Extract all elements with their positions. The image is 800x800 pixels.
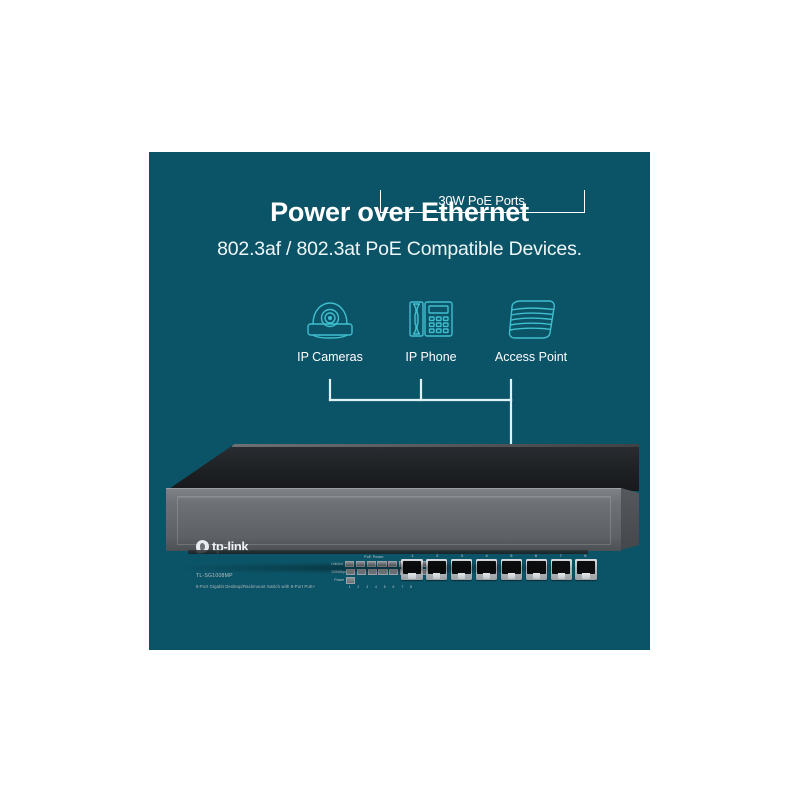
rj45-port <box>425 559 448 580</box>
rj45-port-opening <box>452 560 471 576</box>
switch-panel-inset <box>177 496 611 545</box>
switch-top-highlight <box>232 444 639 447</box>
rj45-port-tab <box>482 573 491 579</box>
network-switch: tp-link TL-SG1008MP 8-Port Gigabit Deskt… <box>166 444 639 589</box>
switch-top-surface <box>166 444 639 491</box>
led-row-label: 1000Mbps <box>331 570 347 574</box>
led-cell <box>355 561 366 568</box>
device-ip-phone: IP Phone <box>385 292 477 364</box>
rj45-port <box>450 559 473 580</box>
compatible-devices-row: IP Cameras <box>149 292 650 377</box>
led-row-label: Power <box>334 578 344 583</box>
poe-ports-label: 30W PoE Ports <box>438 193 525 208</box>
port-number-row: 1 2 3 4 5 6 7 8 <box>402 553 596 558</box>
poe-bracket-gap <box>407 182 557 198</box>
led-cell <box>346 577 356 584</box>
page-subtitle: 802.3af / 802.3at PoE Compatible Devices… <box>217 238 582 260</box>
rj45-port-tab <box>457 573 466 579</box>
rj45-port-tab <box>582 573 590 579</box>
rj45-port-tab <box>432 573 441 579</box>
led-cell <box>377 561 387 568</box>
rj45-port <box>550 559 573 580</box>
switch-model-number: TL-SG1008MP <box>196 573 233 579</box>
switch-base-edge <box>188 550 588 554</box>
led-port-number: 1 <box>348 585 351 590</box>
device-label: Access Point <box>494 350 568 364</box>
led-cell <box>346 569 356 576</box>
led-cell <box>389 569 399 576</box>
rj45-port <box>475 559 498 580</box>
switch-drop-shadow <box>179 562 599 574</box>
rj45-port-opening <box>577 560 596 576</box>
port-number: 7 <box>559 553 562 558</box>
switch-right-side <box>621 488 639 550</box>
led-port-number: 7 <box>401 585 404 590</box>
switch-front-panel: tp-link TL-SG1008MP 8-Port Gigabit Deskt… <box>166 488 621 589</box>
led-row-label: Link/Act <box>331 562 343 566</box>
led-panel-title: PoE Power <box>364 555 384 559</box>
led-port-number: 2 <box>357 585 360 590</box>
rj45-port <box>500 559 523 580</box>
led-port-number: 8 <box>410 585 412 590</box>
rj45-port-opening <box>402 560 421 576</box>
port-number: 5 <box>510 553 513 558</box>
device-access-point: Access Point <box>475 292 587 364</box>
led-cell <box>366 561 376 568</box>
port-number: 3 <box>460 553 464 558</box>
rj45-port-opening <box>477 560 496 576</box>
led-cell-group <box>346 577 356 584</box>
port-number: 6 <box>534 553 538 558</box>
rj45-port-tab <box>532 573 541 579</box>
port-number: 8 <box>584 553 587 558</box>
led-port-number: 4 <box>374 585 377 590</box>
switch-description: 8-Port Gigabit Desktop/Rackmount Switch … <box>196 584 316 589</box>
led-row: Power <box>331 577 417 584</box>
access-point-icon <box>475 292 587 344</box>
rj45-port-tab <box>557 573 566 579</box>
led-port-number: 6 <box>392 585 395 590</box>
device-label: IP Cameras <box>297 350 363 364</box>
poe-ports-bracket <box>380 190 585 213</box>
rj45-port-opening <box>527 560 546 576</box>
desk-phone-icon <box>385 292 477 344</box>
rj45-port-group <box>401 559 597 580</box>
led-cell <box>367 569 377 576</box>
device-label: IP Phone <box>405 350 457 364</box>
rj45-port <box>575 559 597 580</box>
device-ip-cameras: IP Cameras <box>275 292 385 364</box>
led-port-number: 5 <box>383 585 386 590</box>
rj45-port-opening <box>552 560 571 576</box>
led-port-number: 3 <box>366 585 369 590</box>
led-port-numbers: 1 2 3 4 5 6 7 8 <box>346 585 417 589</box>
rj45-port-opening <box>502 560 521 576</box>
port-number: 1 <box>411 553 414 558</box>
rj45-port <box>401 559 423 580</box>
led-cell <box>388 561 398 568</box>
promo-panel: Power over Ethernet 802.3af / 802.3at Po… <box>149 152 650 650</box>
dome-camera-icon <box>275 292 385 344</box>
rj45-port-tab <box>507 573 516 579</box>
led-cell <box>378 569 388 576</box>
led-cell <box>356 569 366 576</box>
rj45-port-tab <box>408 573 416 579</box>
rj45-port-opening <box>427 560 446 576</box>
led-cell <box>345 561 355 568</box>
port-number: 2 <box>436 553 439 558</box>
port-number: 4 <box>485 553 488 558</box>
rj45-port <box>525 559 548 580</box>
